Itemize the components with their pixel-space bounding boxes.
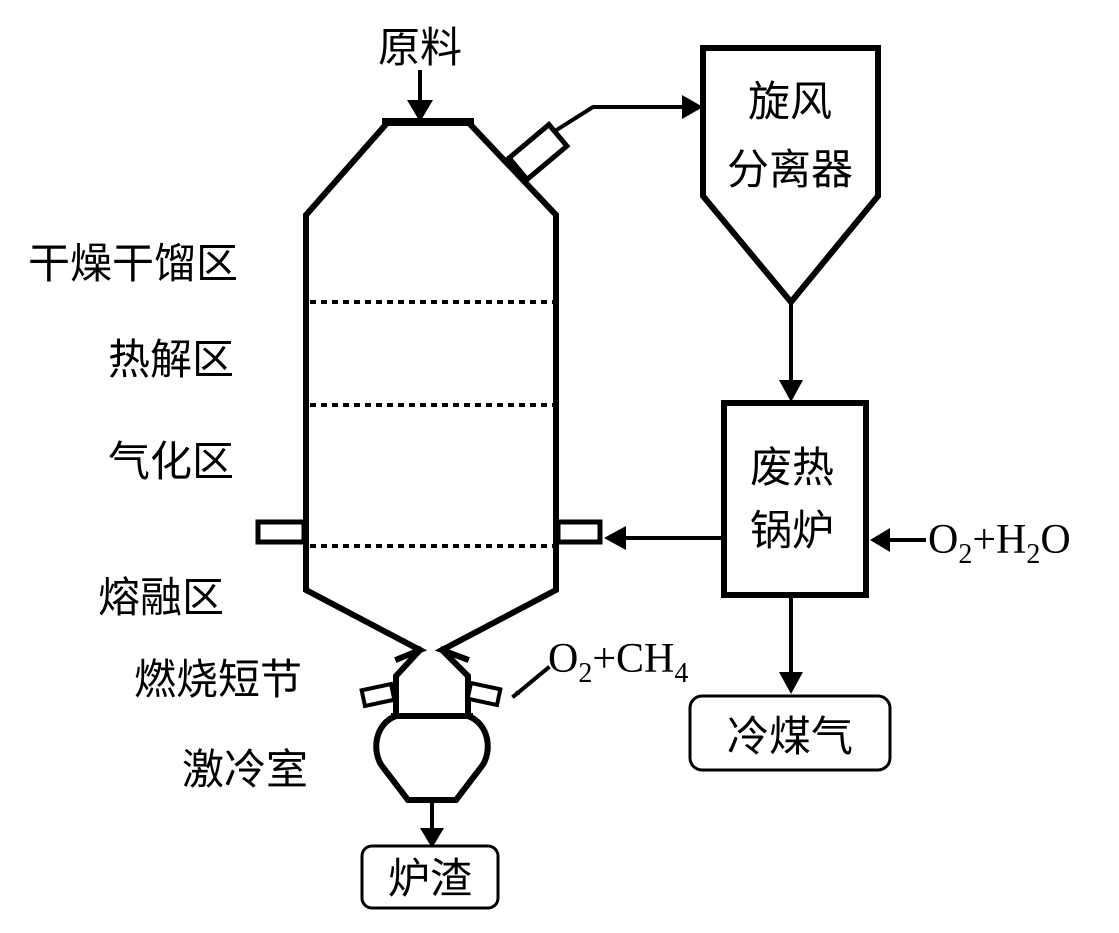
boiler-feed-arrowhead [870, 528, 890, 552]
zone-melting-label: 熔融区 [98, 573, 224, 622]
gasifier-vessel [303, 119, 559, 663]
slag-label: 炉渣 [388, 854, 472, 903]
boiler-to-cold-gas-arrowhead [779, 672, 803, 694]
cyclone-label-line2: 分离器 [727, 145, 853, 194]
boiler-label-line2: 锅炉 [750, 506, 834, 555]
cyclone-label-line1: 旋风 [748, 77, 832, 126]
gas-to-cyclone-arrowhead [682, 95, 703, 119]
zone-gasification-label: 气化区 [108, 437, 234, 486]
cyclone-separator [700, 45, 881, 307]
zone-drying-label: 干燥干馏区 [28, 239, 238, 288]
cold-gas-label: 冷煤气 [727, 712, 853, 761]
feed-arrow [407, 70, 433, 122]
left-side-nozzle [255, 519, 307, 545]
right-side-nozzle [555, 519, 603, 545]
cyclone-to-boiler-arrowhead [779, 380, 803, 402]
gas-outlet-nozzle [505, 121, 571, 183]
lower-feed-arrow [511, 665, 551, 699]
zone-quench-label: 激冷室 [182, 745, 308, 794]
zone-pyrolysis-label: 热解区 [108, 335, 234, 384]
combustion-section [359, 645, 503, 719]
waste-heat-boiler [721, 400, 869, 598]
boiler-to-nozzle-arrowhead [604, 526, 626, 550]
gas-to-cyclone-line [552, 105, 688, 134]
zone-combustion-label: 燃烧短节 [134, 655, 302, 704]
boiler-label-line1: 废热 [750, 443, 834, 492]
cold-gas-box [688, 694, 892, 772]
feed-label: 原料 [378, 23, 462, 72]
slag-arrowhead [420, 828, 444, 848]
quench-chamber [373, 712, 491, 803]
slag-box [360, 844, 500, 910]
lower-feed-label: O2+CH4 [548, 636, 688, 689]
boiler-feed-label: O2+H2O [928, 517, 1071, 570]
